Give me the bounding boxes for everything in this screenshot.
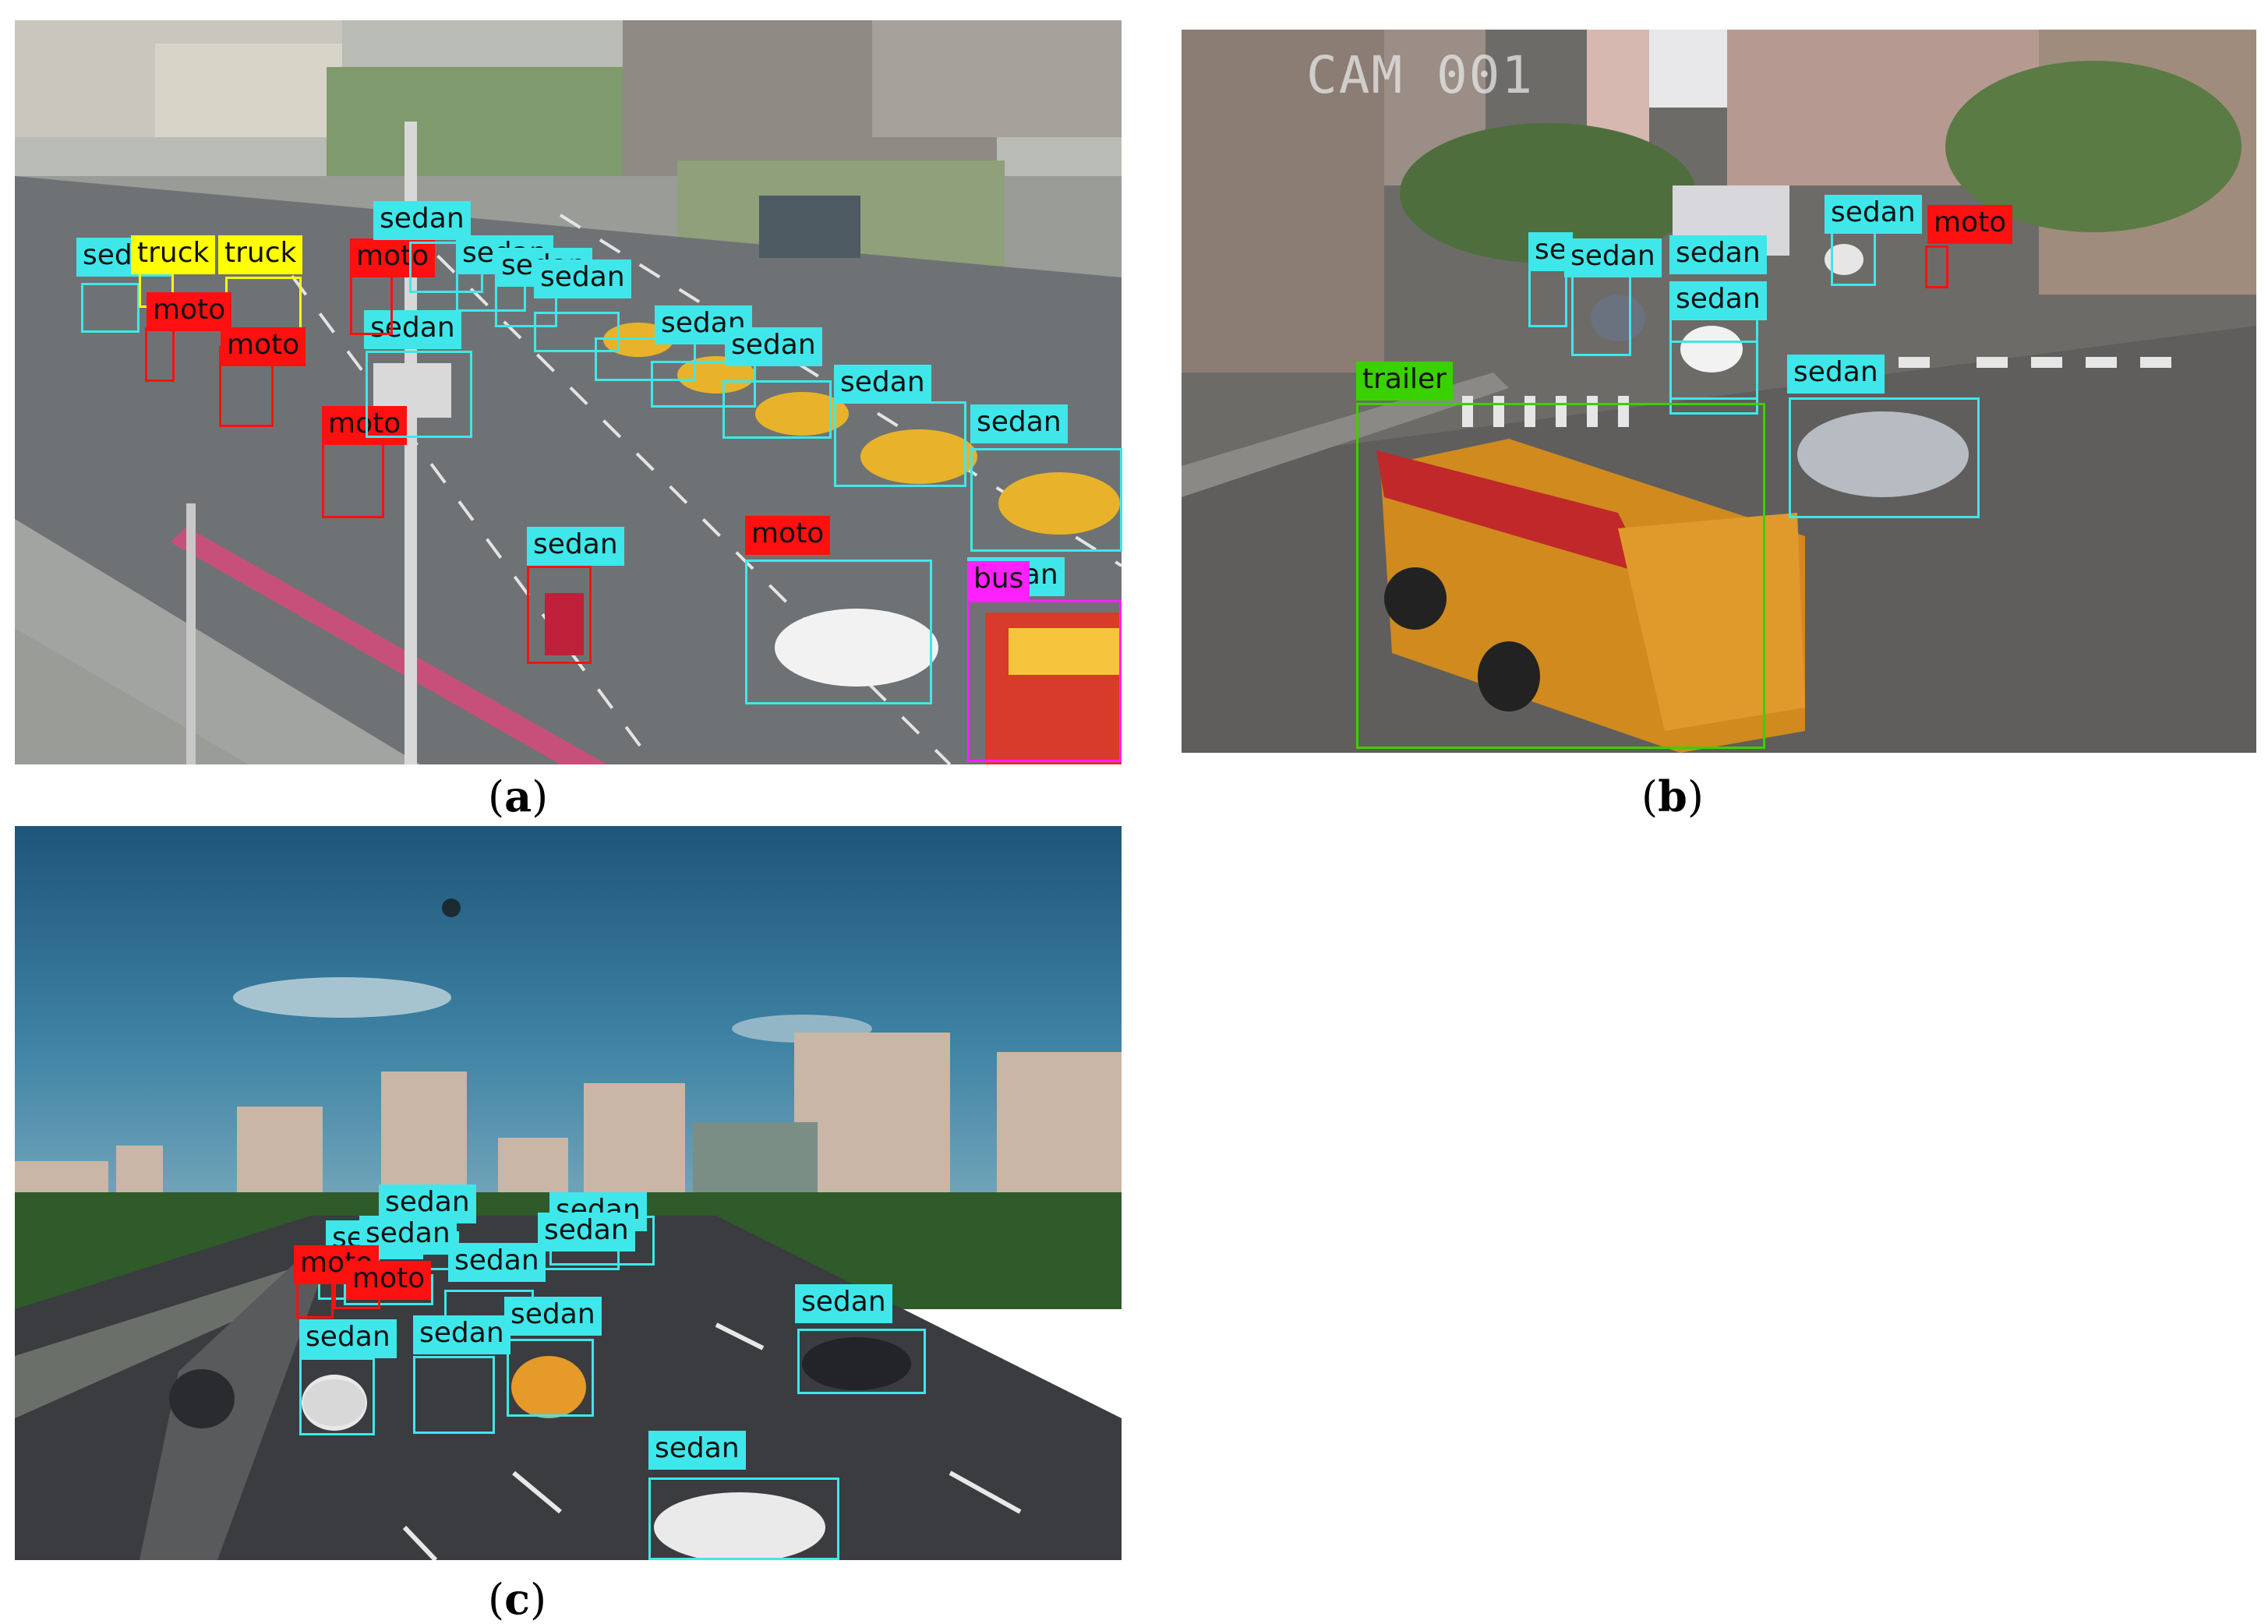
detection-label-sedan: sedan [413, 1315, 510, 1354]
detection-box-sedan [413, 1356, 495, 1434]
detection-label-moto: moto [221, 327, 306, 366]
detection-box-sedan [1528, 265, 1567, 327]
detection-label-moto: moto [322, 406, 408, 445]
detection-label-sedan: sedan [504, 1297, 602, 1336]
detection-label-trailer: trailer [1356, 362, 1453, 401]
panel-a-photo [15, 20, 1122, 764]
camera-id-overlay: CAM 001 [1306, 45, 1535, 105]
detection-box-moto [1925, 245, 1948, 288]
detection-box-sedan [651, 361, 756, 408]
detection-label-moto: moto [745, 516, 831, 555]
detection-box-sedan [722, 380, 832, 439]
detection-label-sedan: sedan [373, 201, 471, 240]
detection-box-sedan [1789, 397, 1980, 518]
detection-box-sedan [1831, 228, 1876, 286]
detection-box-sedan [797, 1329, 926, 1394]
detection-label-moto: moto [147, 292, 232, 331]
panel-a-scene [15, 20, 1122, 764]
caption-a: (a) [488, 771, 549, 821]
detection-box-sedan [648, 1477, 839, 1560]
detection-label-sedan: sedan [1669, 281, 1767, 320]
detection-box-moto [145, 327, 175, 382]
detection-label-bus: bus [967, 561, 1030, 600]
detection-box-moto [527, 566, 592, 664]
detection-label-sedan: sedan [648, 1431, 746, 1470]
detection-box-sedan [534, 312, 620, 352]
detection-box-sedan [299, 1357, 375, 1435]
caption-b: (b) [1641, 771, 1704, 821]
detection-label-moto: moto [350, 238, 436, 277]
detection-label-sedan: sedan [527, 527, 624, 566]
detection-label-sedan: sedan [1787, 355, 1885, 394]
detection-label-moto: moto [1927, 205, 2013, 244]
detection-box-sedan [81, 283, 140, 333]
detection-label-truck: truck [218, 235, 303, 274]
detection-box-sedan [507, 1339, 594, 1417]
caption-a-letter: a [504, 771, 532, 821]
detection-box-trailer [1356, 403, 1765, 749]
detection-label-sedan: sedan [534, 259, 631, 298]
detection-label-sedan: sedan [1825, 195, 1922, 234]
detection-label-sedan: sedan [725, 327, 822, 366]
panel-b-photo: CAM 001 [1182, 30, 2256, 753]
detection-label-truck: truck [131, 235, 216, 274]
caption-b-letter: b [1658, 771, 1687, 821]
detection-label-moto: moto [346, 1261, 432, 1300]
detection-box-bus [967, 600, 1122, 762]
detection-label-sedan: sedan [834, 365, 931, 404]
caption-c-letter: c [504, 1574, 530, 1624]
detection-label-sedan: sedan [538, 1213, 635, 1252]
detection-box-sedan [745, 560, 932, 704]
caption-c: (c) [488, 1574, 547, 1624]
detection-box-sedan [595, 337, 696, 381]
detection-box-sedan [970, 448, 1122, 552]
detection-box-sedan [1669, 341, 1758, 415]
detection-label-sedan: sedan [448, 1243, 546, 1282]
detection-label-sedan: sedan [364, 310, 461, 349]
detection-label-sedan: sedan [299, 1319, 397, 1358]
detection-box-sedan [834, 401, 966, 487]
detection-label-sedan: sedan [970, 404, 1068, 443]
detection-label-sedan: sedan [1564, 238, 1662, 277]
panel-b-scene [1182, 30, 2256, 753]
detection-label-sedan: sedan [1669, 235, 1767, 274]
detection-box-sedan [1571, 265, 1631, 356]
detection-label-sedan: sedan [795, 1284, 892, 1323]
detection-box-sedan [366, 351, 472, 438]
